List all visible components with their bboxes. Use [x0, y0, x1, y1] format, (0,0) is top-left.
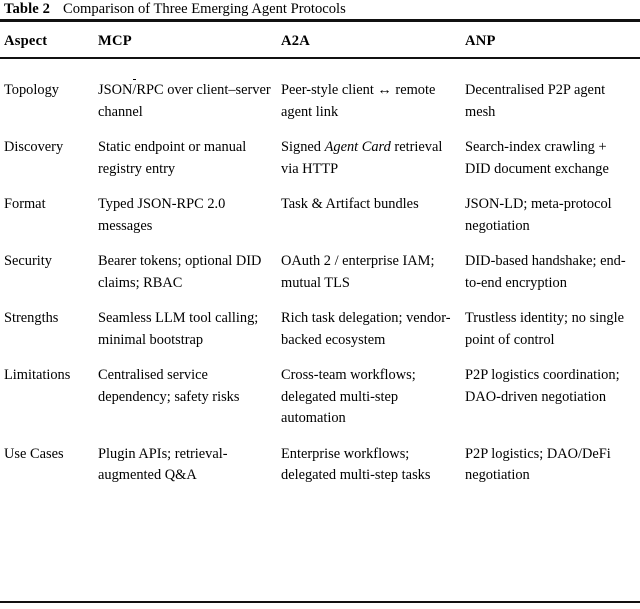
cell-discovery-anp: Search-index crawling + DID document exc…: [465, 139, 609, 177]
table-top-rule: [0, 19, 640, 22]
cell-format-mcp: Typed JSON-RPC 2.0 messages: [98, 196, 226, 234]
cell-security-a2a: OAuth 2 / enterprise IAM; mutual TLS: [281, 253, 435, 291]
cell-text-part: RPC over client–server channel: [98, 82, 271, 120]
table-header-rule: [0, 57, 640, 60]
row-label-limitations: Limitations: [4, 367, 71, 383]
table-row: Limitations Centralised service dependen…: [0, 365, 640, 444]
cell-format-anp: JSON-LD; meta-protocol negotiation: [465, 196, 612, 234]
table-row: Strengths Seamless LLM tool calling; min…: [0, 308, 640, 365]
cell-discovery-a2a: Signed Agent Card retrieval via HTTP: [280, 137, 462, 194]
cell-use-cases-a2a: Enterprise workflows; delegated multi-st…: [281, 445, 431, 484]
row-label-format: Format: [4, 196, 46, 212]
macron-slash: /: [132, 79, 136, 102]
column-header-aspect: Aspect: [4, 33, 48, 49]
table-row: Format Typed JSON-RPC 2.0 messages Task …: [0, 194, 640, 251]
table-caption-text: Comparison of Three Emerging Agent Proto…: [62, 1, 346, 17]
comparison-table: Aspect MCP A2A ANP Topology JSON/RPC ove…: [0, 22, 640, 499]
cell-limitations-mcp: Centralised service dependency; safety r…: [98, 367, 240, 405]
cell-topology-a2a: Peer-style client ↔ remote agent link: [281, 82, 436, 120]
cell-topology-anp: Decentralised P2P agent mesh: [465, 82, 606, 120]
row-label-topology: Topology: [4, 82, 59, 98]
cell-security-mcp: Bearer tokens; optional DID claims; RBAC: [98, 253, 262, 291]
row-label-security: Security: [4, 253, 52, 269]
row-label-discovery: Discovery: [4, 139, 64, 155]
cell-security-anp: DID-based handshake; end-to-end encrypti…: [465, 253, 626, 291]
cell-use-cases-anp: P2P logistics; DAO/DeFi negotiation: [465, 445, 611, 484]
table-caption: Table 2 Comparison of Three Emerging Agen…: [4, 0, 636, 19]
cell-topology-mcp: JSON/RPC over client–server channel: [98, 66, 280, 137]
cell-strengths-a2a: Rich task delegation; vendor-backed ecos…: [281, 310, 451, 348]
cell-discovery-mcp: Static endpoint or manual registry entry: [98, 139, 247, 177]
cell-use-cases-mcp: Plugin APIs; retrieval-augmented Q&A: [98, 445, 228, 484]
table-row: Topology JSON/RPC over client–server cha…: [0, 66, 640, 137]
table-row: Security Bearer tokens; optional DID cla…: [0, 251, 640, 308]
cell-limitations-a2a: Cross-team workflows; delegated multi-st…: [281, 367, 416, 426]
column-header-a2a: A2A: [281, 33, 310, 49]
table-header-row: Aspect MCP A2A ANP: [0, 22, 640, 66]
table-row: Use Cases Plugin APIs; retrieval-augment…: [0, 444, 640, 499]
table-bottom-rule: [0, 601, 640, 604]
column-header-anp: ANP: [465, 33, 496, 49]
table-caption-label: Table 2: [4, 1, 50, 17]
column-header-mcp: MCP: [98, 33, 132, 49]
row-label-use-cases: Use Cases: [4, 445, 64, 462]
cell-strengths-anp: Trustless identity; no single point of c…: [465, 310, 624, 348]
row-label-strengths: Strengths: [4, 310, 59, 326]
cell-text-part: Signed: [281, 139, 325, 155]
cell-format-a2a: Task & Artifact bundles: [281, 196, 419, 212]
cell-text-part: JSON: [98, 82, 133, 98]
cell-text-part: retrieval via HTTP: [281, 139, 443, 177]
table-row: Discovery Static endpoint or manual regi…: [0, 137, 640, 194]
agent-card-emphasis: Agent Card: [324, 139, 391, 155]
cell-strengths-mcp: Seamless LLM tool calling; minimal boots…: [98, 310, 259, 348]
cell-limitations-anp: P2P logistics coordination; DAO-driven n…: [465, 367, 620, 405]
